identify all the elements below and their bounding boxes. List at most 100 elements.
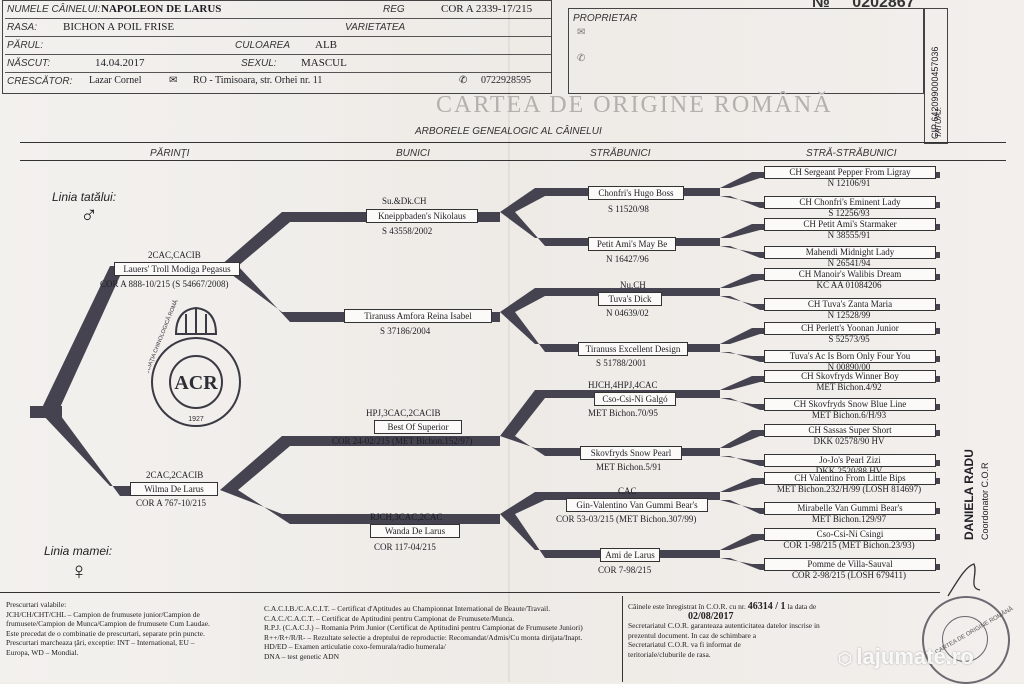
color-row: PĂRUL: CULOAREA ALB — [5, 37, 551, 55]
reg-value: COR A 2339-17/215 — [441, 3, 533, 15]
ggp6-reg: MET Bichon.5/91 — [596, 462, 662, 472]
ggp8-reg: COR 7-98/215 — [598, 565, 652, 575]
footer-left: Prescurtari valabile: JCH/CH/CHT/CHL – C… — [6, 600, 256, 657]
dam-reg: COR A 767-10/215 — [136, 498, 207, 508]
dog-name: NAPOLEON DE LARUS — [101, 3, 222, 15]
footer-left-title: Prescurtari valabile: — [6, 600, 67, 609]
footer-mid-line-2: C.A.C./C.A.C.T. – Certificat de Aptitudi… — [264, 613, 515, 623]
great-great-name-9: CH Skovfryds Winner Boy — [764, 370, 936, 383]
footer-mid-line-3: R.P.J. (C.A.C.J.) – Romania Prim Junior … — [264, 623, 583, 632]
great-great-name-11: CH Sassas Super Short — [764, 424, 936, 437]
great-great-name-16: Pomme de Villa-Sauval — [764, 558, 936, 571]
dam-name: Wilma De Larus — [130, 482, 218, 496]
tree-subtitle: ARBORELE GENEALOGIC AL CÂINELUI — [415, 126, 602, 137]
owner-envelope-icon: ✉ — [577, 27, 586, 38]
footer-mid-line-1: C.A.C.I.B./C.A.C.I.T. – Certificat d'Apt… — [264, 604, 551, 613]
great-great-reg-4: N 26541/94 — [827, 258, 871, 268]
reg-text: Câinele este înregistrat în C.O.R. cu nr… — [628, 602, 746, 611]
footer-rule — [0, 592, 940, 593]
sire-bracket — [40, 266, 215, 412]
ggp7-name: Gin-Valentino Van Gummi Bear's — [566, 498, 708, 512]
great-great-reg-5: KC AA 01084206 — [816, 280, 882, 290]
tattoo-box: CIP 642099000457036 — [924, 8, 948, 144]
great-great-reg-1: N 12106/91 — [827, 178, 871, 188]
great-great-reg-14: MET Bichon.129/97 — [811, 514, 887, 524]
ggp5-name: Cso-Csi-Ni Galgó — [594, 392, 676, 406]
ggp2-reg: N 16427/96 — [606, 254, 649, 264]
watermark-logo-icon: ⬡ — [838, 651, 857, 668]
great-great-reg-12: DKK 2520/88 HV — [815, 466, 883, 476]
footer-right-line-3: Secretariatul C.O.R. va fi informat de — [628, 640, 741, 649]
subtitle-rule — [20, 142, 1006, 143]
great-great-reg-2: S 12256/93 — [828, 208, 870, 218]
document-title: CARTEA DE ORIGINE ROMÂNĂ — [436, 92, 833, 118]
dam-title: 2CAC,2CACIB — [146, 470, 204, 480]
phone-icon: ✆ — [459, 75, 468, 86]
footer-mid-line-6: DNA – test genetic ADN — [264, 651, 339, 661]
footer-left-line-1: JCH/CH/CHT/CHL – Campion de frumusete ju… — [6, 609, 200, 619]
acr-emblem: ACR 1927 ASOCIAŢIA CHINOLOGICĂ ROMÂNĂ — [148, 300, 241, 427]
great-great-name-1: CH Sergeant Pepper From Ligray — [764, 166, 936, 179]
column-parents: PĂRINŢI — [150, 148, 190, 159]
ggp5-reg: MET Bichon.70/95 — [588, 408, 658, 418]
great-great-name-5: CH Manoir's Walibis Dream — [764, 268, 936, 281]
columns-rule — [20, 160, 1006, 161]
gp2-name: Tiranuss Amfora Reina Isabel — [344, 309, 492, 323]
signature-role: Coordonator C.O.R — [980, 462, 990, 540]
ggp6-name: Skovfryds Snow Pearl — [580, 446, 682, 460]
great-great-reg-9: MET Bichon.4/92 — [816, 382, 882, 392]
watermark-text: lajumate.ro — [856, 644, 974, 669]
mother-line-label: Linia mamei: — [44, 544, 113, 558]
sex-label: SEXUL: — [241, 58, 277, 69]
ggp3-name: Tuva's Dick — [598, 292, 662, 306]
ggp3-reg: N 04639/02 — [606, 308, 649, 318]
ggp2-name: Petit Ami's May Be — [588, 237, 676, 251]
ggp1-reg: S 11520/98 — [608, 204, 649, 214]
name-row: NUMELE CÂINELUI: NAPOLEON DE LARUS REG C… — [5, 1, 551, 19]
great-great-reg-8: N 00890/00 — [827, 362, 871, 372]
gp2-reg: S 37186/2004 — [380, 326, 431, 336]
gp4-name: Wanda De Larus — [370, 524, 460, 538]
gp4-reg: COR 117-04/215 — [374, 542, 436, 552]
great-great-name-2: CH Chonfri's Eminent Lady — [764, 196, 936, 209]
great-great-name-3: CH Petit Ami's Starmaker — [764, 218, 936, 231]
ggp3-title: Nu.CH — [620, 280, 646, 290]
breeder-value: Lazar Cornel — [89, 75, 142, 86]
great-great-name-13: CH Valentino From Little Bips — [764, 472, 936, 485]
female-icon: ♀ — [70, 558, 88, 585]
great-great-name-12: Jo-Jo's Pearl Zizi — [764, 454, 936, 467]
round-stamp: CARTEA DE ORIGINE ROMÂNĂ — [922, 596, 1014, 684]
gp4-title: RJCH,3CAC,2CAC — [370, 512, 443, 522]
great-great-name-8: Tuva's Ac Is Born Only Four You — [764, 350, 936, 363]
owner-box: PROPRIETAR ✉ ✆ — [568, 8, 924, 94]
dog-info-box: NUMELE CÂINELUI: NAPOLEON DE LARUS REG C… — [2, 0, 552, 94]
footer-middle: C.A.C.I.B./C.A.C.I.T. – Certificat d'Apt… — [264, 604, 620, 661]
footer-left-line-4: Prescurtari marcheaza ţări, exceptie: IN… — [6, 638, 195, 647]
great-great-reg-15: COR 1-98/215 (MET Bichon.23/93) — [783, 540, 915, 550]
footer-left-line-5: Europa, WD – Mondial. — [6, 647, 79, 657]
sire-reg: COR A 888-10/215 (S 54667/2008) — [100, 279, 229, 289]
sex-value: MASCUL — [301, 57, 347, 69]
breed-label: RASA: — [7, 22, 38, 33]
great-great-reg-13: MET Bichon.232/H/99 (LOSH 814697) — [776, 484, 922, 494]
color-label: CULOAREA — [235, 40, 291, 51]
breeder-row: CRESCĂTOR: Lazar Cornel ✉ RO - Timisoara… — [5, 73, 551, 90]
great-great-reg-7: S 52573/95 — [828, 334, 870, 344]
reg-date-label: la data de — [787, 602, 817, 611]
sire-title: 2CAC,CACIB — [148, 250, 201, 260]
breed-value: BICHON A POIL FRISE — [63, 21, 175, 33]
great-great-reg-3: N 38555/91 — [827, 230, 871, 240]
emblem-letters: ACR — [174, 372, 218, 394]
watermark: ⬡ lajumate.ro — [838, 644, 974, 670]
number-prefix: № — [812, 0, 830, 11]
born-value: 14.04.2017 — [95, 57, 145, 69]
born-row: NĂSCUT: 14.04.2017 SEXUL: MASCUL — [5, 55, 551, 73]
footer-right-line-4: teritoriale/cluburile de rasa. — [628, 649, 711, 659]
great-great-name-7: CH Perlett's Yoonan Junior — [764, 322, 936, 335]
ggp8-name: Ami de Larus — [600, 548, 660, 562]
ggp1-name: Chonfri's Hugo Boss — [588, 186, 684, 200]
breeder-phone: 0722928595 — [481, 75, 531, 86]
great-great-name-10: CH Skovfryds Snow Blue Line — [764, 398, 936, 411]
father-line-label: Linia tatălui: — [52, 190, 117, 204]
